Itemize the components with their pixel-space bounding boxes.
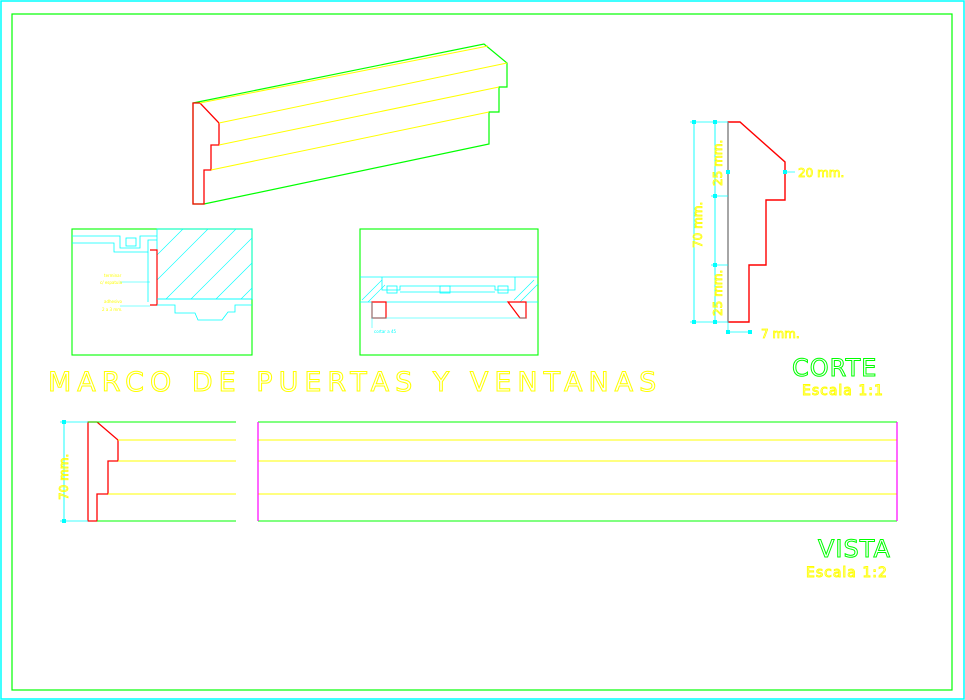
note-terminar: terminar [104, 273, 122, 278]
note-cortar: cortar a 45 [374, 329, 396, 334]
isometric-profile [192, 102, 220, 205]
corte-dim-lower: 25 mm. [711, 270, 725, 316]
corte-heading: CORTE [792, 354, 877, 382]
vista-elevation: 70 mm. [57, 420, 898, 523]
detail-window-frame: cortar a 45 [359, 228, 539, 356]
note-espesor: 2 a 3 mm. [102, 307, 122, 312]
note-espatula: c/ espatula [100, 280, 123, 285]
inner-border [11, 13, 953, 691]
note-adhesivo: adhesivo [104, 299, 123, 304]
corte-scale: Escala 1:1 [802, 383, 884, 399]
corte-dim-step: 20 mm. [798, 166, 844, 180]
vista-profile [87, 421, 119, 522]
detail-door-frame: terminar c/ espatula adhesivo 2 a 3 mm. [71, 228, 253, 356]
isometric-moulding [192, 43, 508, 205]
corte-profile [727, 121, 786, 323]
vista-scale: Escala 1:2 [806, 565, 888, 581]
vista-dim: 70 mm. [57, 454, 71, 500]
corte-dim-total: 70 mm. [691, 202, 705, 248]
vista-heading: VISTA [818, 535, 891, 563]
drawing-title: MARCO DE PUERTAS Y VENTANAS [48, 367, 662, 398]
corte-section: 70 mm. 25 mm. 25 mm. 20 mm. 7 mm. [690, 120, 845, 341]
corte-dim-upper: 25 mm. [711, 140, 725, 186]
corte-dim-base: 7 mm. [761, 327, 800, 341]
